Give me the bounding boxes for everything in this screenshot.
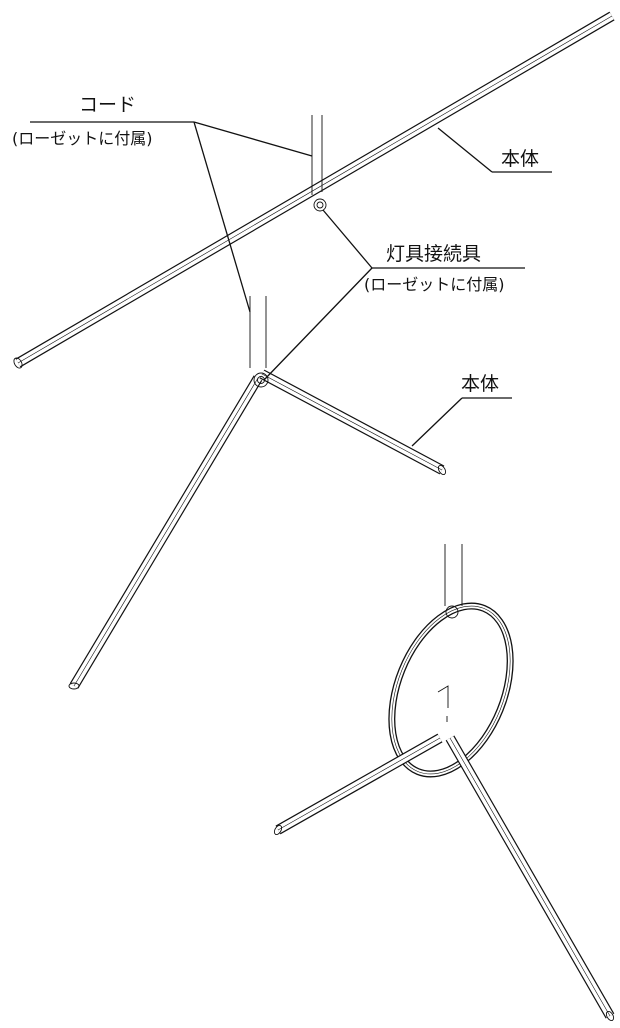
label-cord-note: (ローゼットに付属) [12,129,153,148]
leader-lines [30,121,552,447]
label-cord: コード [79,94,136,116]
top-cords [311,115,327,212]
label-connector: 灯具接続具 [386,243,481,265]
top-bar-body [13,11,615,369]
v-fixture [68,296,447,690]
mid-connector [253,372,269,388]
label-body-top: 本体 [501,148,539,170]
top-connector [313,198,327,212]
ring-connector [445,605,459,619]
label-body-mid: 本体 [461,373,499,395]
ring-fixture [273,544,615,1022]
label-connector-note: (ローゼットに付属) [364,275,505,294]
